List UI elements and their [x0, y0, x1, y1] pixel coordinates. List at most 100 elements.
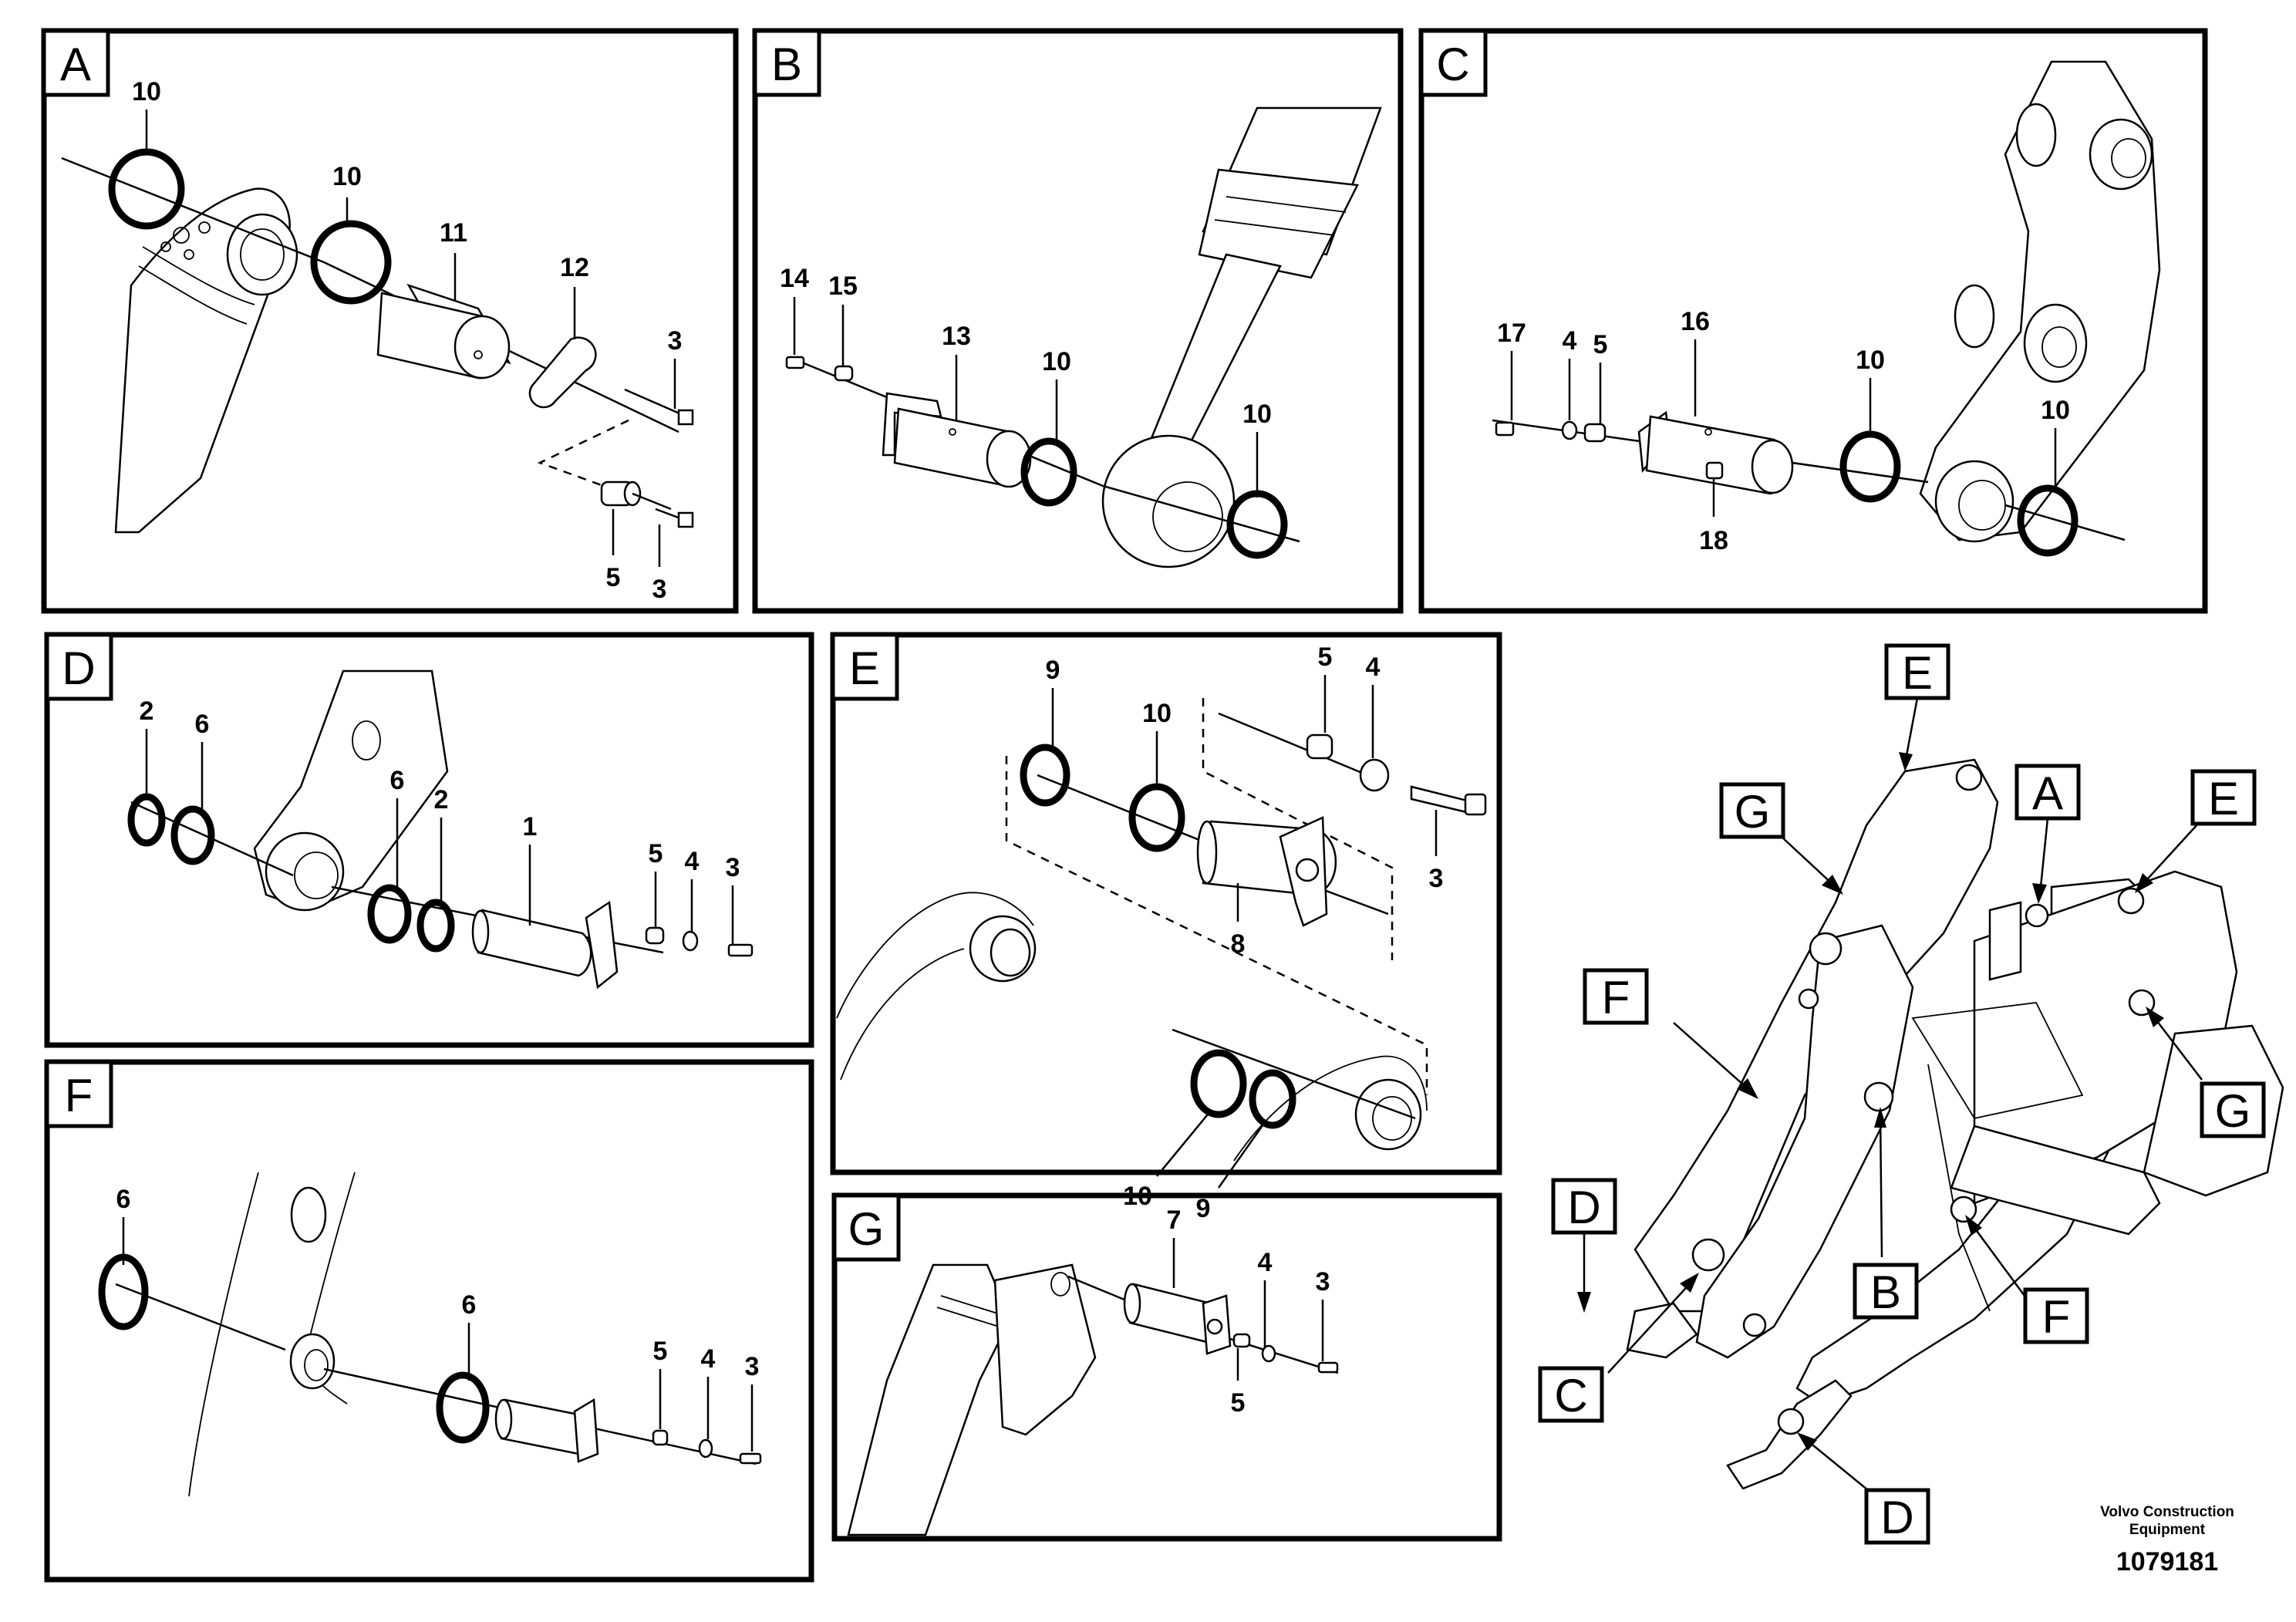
pin — [1637, 410, 1794, 495]
o-ring — [1839, 430, 1901, 503]
panel-b-tag-box — [753, 29, 821, 97]
callout-label: 4 — [1563, 326, 1577, 356]
callout-label: 12 — [560, 253, 589, 282]
callout-label: 6 — [390, 766, 405, 795]
panel-f-callouts: 6 6 5 4 3 — [116, 1185, 759, 1452]
callout-label: 9 — [1046, 656, 1060, 685]
callout-label: 10 — [1142, 699, 1172, 728]
pivot-pin-a — [2025, 903, 2049, 928]
shim-ring — [416, 899, 455, 953]
pivot-pin-e-top — [1955, 764, 1983, 791]
panel-f: F 6 6 5 4 3 — [44, 1059, 814, 1583]
overview-marker-a: A — [2014, 764, 2081, 904]
overview-marker-e-right: E — [2135, 769, 2257, 893]
callout-label: 6 — [195, 710, 210, 739]
callout-label: 4 — [1258, 1248, 1273, 1277]
washer — [682, 930, 699, 952]
overview-marker-f-left: F — [1583, 968, 1758, 1099]
o-ring — [1190, 1049, 1247, 1118]
pin — [882, 392, 1032, 488]
bolt — [785, 356, 805, 369]
pivot-pin-d — [1777, 1408, 1805, 1435]
callout-label: 1 — [523, 812, 538, 841]
overview-marker-g-right: G — [2146, 1007, 2266, 1138]
svg-text:E: E — [2208, 773, 2239, 824]
callout-label: 15 — [828, 271, 858, 301]
o-ring — [1128, 783, 1185, 852]
bolt — [655, 508, 694, 528]
callout-label: 10 — [132, 77, 161, 106]
callout-label: 4 — [701, 1344, 716, 1374]
panel-g: G 7 4 3 5 — [831, 1192, 1502, 1542]
loader-lift-frame — [1626, 758, 2284, 1490]
overview-marker-e-top: E — [1884, 643, 1950, 771]
panel-f-tag-box — [45, 1060, 113, 1128]
callout-label: 17 — [1497, 319, 1526, 348]
overview-marker-b: B — [1853, 1107, 1919, 1320]
bolt — [739, 1452, 762, 1465]
overview-marker-g-left: G — [1719, 782, 1843, 895]
callout-label: 10 — [1042, 347, 1071, 376]
panel-g-tag-box — [832, 1193, 901, 1262]
washer — [834, 365, 854, 382]
panel-b-frame — [752, 28, 1404, 614]
callout-label: 6 — [116, 1185, 131, 1214]
bolt — [624, 388, 694, 426]
svg-text:E: E — [1902, 647, 1933, 699]
nut — [1705, 461, 1724, 480]
panel-c: C 17 4 — [1418, 28, 2208, 614]
callout-label: 18 — [1699, 526, 1728, 555]
panel-e-tag-box — [831, 632, 899, 701]
callout-label: 4 — [685, 847, 700, 876]
pin — [1123, 1283, 1232, 1355]
callout-label: 5 — [1593, 330, 1608, 359]
svg-text:D: D — [1880, 1492, 1913, 1543]
bolt — [1410, 785, 1487, 816]
shim-ring — [1249, 1069, 1296, 1129]
pivot-pin-g-left — [1809, 932, 1843, 966]
callout-label: 10 — [1242, 400, 1272, 429]
callout-label: 7 — [1167, 1206, 1182, 1235]
washer — [1561, 420, 1578, 440]
lift-arm-link — [1919, 60, 2161, 543]
callout-label: 6 — [462, 1290, 477, 1320]
pivot-pin — [1742, 1313, 1767, 1337]
callout-label: 3 — [1429, 864, 1444, 893]
overview-marker-c: C — [1538, 1273, 1699, 1423]
callout-label: 5 — [649, 839, 663, 868]
arm-boss-upper — [836, 892, 1037, 1081]
bolt — [727, 943, 754, 957]
panel-a-tag: A — [60, 39, 91, 90]
panel-d-frame — [44, 632, 814, 1048]
panel-b-tag: B — [771, 39, 802, 90]
svg-text:F: F — [1602, 972, 1630, 1023]
washer — [1359, 758, 1390, 792]
o-ring — [2017, 484, 2079, 557]
spacer — [645, 926, 665, 945]
arm-boss-lower — [1233, 1055, 1428, 1162]
cylinder-rod-end — [114, 187, 298, 534]
callout-label: 13 — [942, 322, 971, 351]
panel-c-frame — [1418, 28, 2208, 614]
panel-f-frame — [44, 1059, 814, 1583]
seal-ring — [436, 1371, 490, 1444]
callout-label: 10 — [1856, 346, 1885, 375]
pivot-pin-c — [1691, 1238, 1725, 1272]
panel-d: D 2 6 6 2 1 — [44, 632, 814, 1048]
panel-a-tag-box — [42, 29, 110, 97]
panel-g-tag: G — [848, 1203, 885, 1255]
callout-label: 5 — [653, 1337, 668, 1366]
o-ring — [310, 220, 392, 305]
callout-label: 5 — [1318, 642, 1333, 672]
callout-label: 3 — [726, 853, 740, 882]
callout-label: 3 — [668, 326, 683, 356]
callout-label: 2 — [140, 696, 154, 726]
callout-label: 3 — [652, 575, 667, 604]
pivot-pin — [1798, 988, 1819, 1010]
seal-ring — [98, 1253, 149, 1330]
pivot-pin-f — [1950, 1195, 1977, 1223]
callout-label: 4 — [1366, 653, 1381, 682]
callout-label: 10 — [332, 162, 362, 191]
pin — [471, 900, 619, 990]
company-name: Volvo Construction — [2100, 1504, 2234, 1520]
